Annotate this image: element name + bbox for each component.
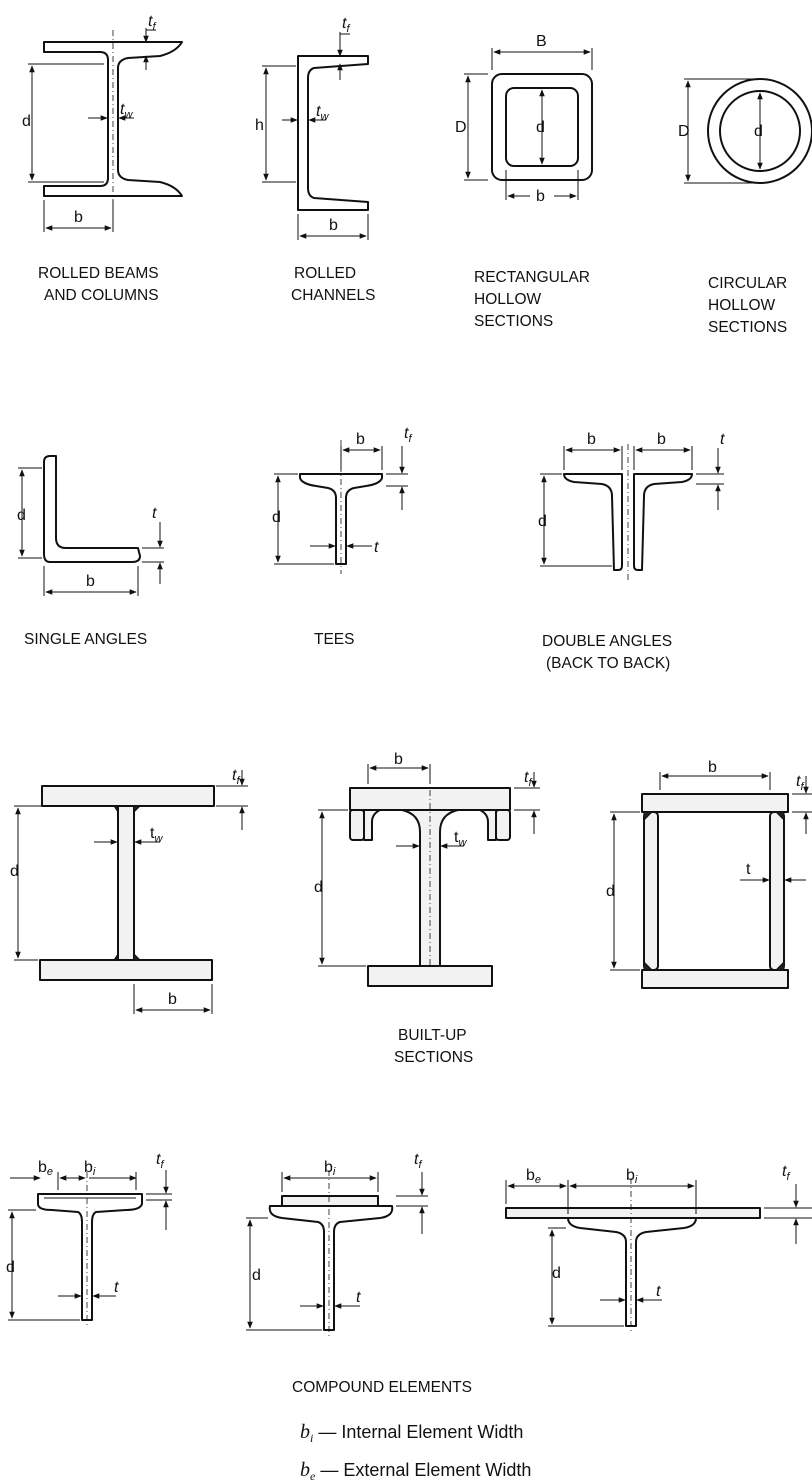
angle-d-label: d	[17, 507, 26, 524]
legend-internal-width: bi — Internal Element Width	[300, 1421, 523, 1445]
tee-b-label: b	[356, 431, 365, 448]
beam-d-label: d	[22, 113, 31, 130]
compound2-t-label: t	[356, 1289, 361, 1306]
beam-tf-label: tf	[148, 13, 156, 33]
compound1-d-label: d	[6, 1259, 15, 1276]
rhs-b-label: b	[536, 188, 545, 205]
tee-section	[274, 440, 408, 574]
builtup-i-b-label: b	[168, 991, 177, 1008]
compound-tee-3-section	[505, 1178, 812, 1332]
angle-t-label: t	[152, 505, 157, 522]
rhs-D-label: D	[455, 119, 467, 136]
channel-tf-label: tf	[342, 15, 350, 35]
caption-built-up-2: SECTIONS	[394, 1049, 473, 1066]
compound2-tf-label: tf	[414, 1151, 422, 1171]
builtup-i-tw-label: tw	[150, 825, 163, 845]
channel-tw-label: tw	[316, 103, 329, 123]
compound3-t-label: t	[656, 1283, 661, 1300]
compound3-be-label: be	[526, 1167, 541, 1186]
builtup-box-d-label: d	[606, 883, 615, 900]
caption-double-angles-2: (BACK TO BACK)	[546, 655, 670, 672]
compound-tee-1-section	[8, 1170, 172, 1326]
builtup-box-b-label: b	[708, 759, 717, 776]
built-up-tee-section	[318, 764, 540, 987]
builtup-box-t-label: t	[746, 861, 751, 878]
compound3-bi-label: bi	[626, 1167, 638, 1186]
built-up-i-section	[14, 770, 248, 1014]
builtup-box-tf-label: tf	[796, 773, 804, 793]
beam-tw-label: tw	[120, 101, 133, 121]
caption-rhs-2: HOLLOW	[474, 291, 542, 308]
tee-tf-label: tf	[404, 425, 412, 445]
rectangular-hollow-section	[464, 48, 593, 200]
rhs-d-label: d	[536, 119, 545, 136]
chs-d-label: d	[754, 123, 763, 140]
legend-external-width: be — External Element Width	[300, 1459, 531, 1483]
caption-rolled-channels-2: CHANNELS	[291, 287, 375, 304]
builtup-tee-b-label: b	[394, 751, 403, 768]
builtup-i-tf-label: tf	[232, 767, 240, 787]
single-angle-section	[18, 455, 164, 596]
double-angle-b-right-label: b	[657, 431, 666, 448]
circular-hollow-section	[684, 78, 812, 184]
caption-single-angles: SINGLE ANGLES	[24, 631, 147, 648]
compound2-d-label: d	[252, 1267, 261, 1284]
caption-chs-2: HOLLOW	[708, 297, 776, 314]
channel-h-label: h	[255, 117, 264, 134]
caption-tees: TEES	[314, 631, 354, 648]
double-angle-b-left-label: b	[587, 431, 596, 448]
beam-b-label: b	[74, 209, 83, 226]
caption-rolled-beams-2: AND COLUMNS	[44, 287, 159, 304]
builtup-tee-tw-label: tw	[454, 829, 467, 849]
builtup-tee-d-label: d	[314, 879, 323, 896]
builtup-i-d-label: d	[10, 863, 19, 880]
compound1-bi-label: bi	[84, 1159, 96, 1178]
double-angles-section	[540, 444, 724, 580]
builtup-tee-tf-label: tf	[524, 769, 532, 789]
compound2-bi-label: bi	[324, 1159, 336, 1178]
rolled-beam-section	[28, 28, 183, 232]
tee-t-label: t	[374, 539, 379, 556]
caption-rhs-1: RECTANGULAR	[474, 269, 590, 286]
channel-b-label: b	[329, 217, 338, 234]
caption-double-angles-1: DOUBLE ANGLES	[542, 633, 672, 650]
built-up-box-section	[610, 772, 812, 989]
double-angle-d-label: d	[538, 513, 547, 530]
caption-chs-3: SECTIONS	[708, 319, 787, 336]
angle-b-label: b	[86, 573, 95, 590]
caption-built-up-1: BUILT-UP	[398, 1027, 467, 1044]
caption-compound: COMPOUND ELEMENTS	[292, 1379, 472, 1396]
compound1-t-label: t	[114, 1279, 119, 1296]
double-angle-t-label: t	[720, 431, 725, 448]
rhs-B-label: B	[536, 33, 547, 50]
compound-tee-2-section	[246, 1170, 428, 1336]
caption-rolled-beams-1: ROLLED BEAMS	[38, 265, 159, 282]
rolled-channel-section	[262, 32, 369, 240]
compound1-be-label: be	[38, 1159, 53, 1178]
compound1-tf-label: tf	[156, 1151, 164, 1171]
chs-D-label: D	[678, 123, 690, 140]
caption-rhs-3: SECTIONS	[474, 313, 553, 330]
compound3-d-label: d	[552, 1265, 561, 1282]
caption-chs-1: CIRCULAR	[708, 275, 787, 292]
caption-rolled-channels-1: ROLLED	[294, 265, 356, 282]
compound3-tf-label: tf	[782, 1163, 790, 1183]
tee-d-label: d	[272, 509, 281, 526]
